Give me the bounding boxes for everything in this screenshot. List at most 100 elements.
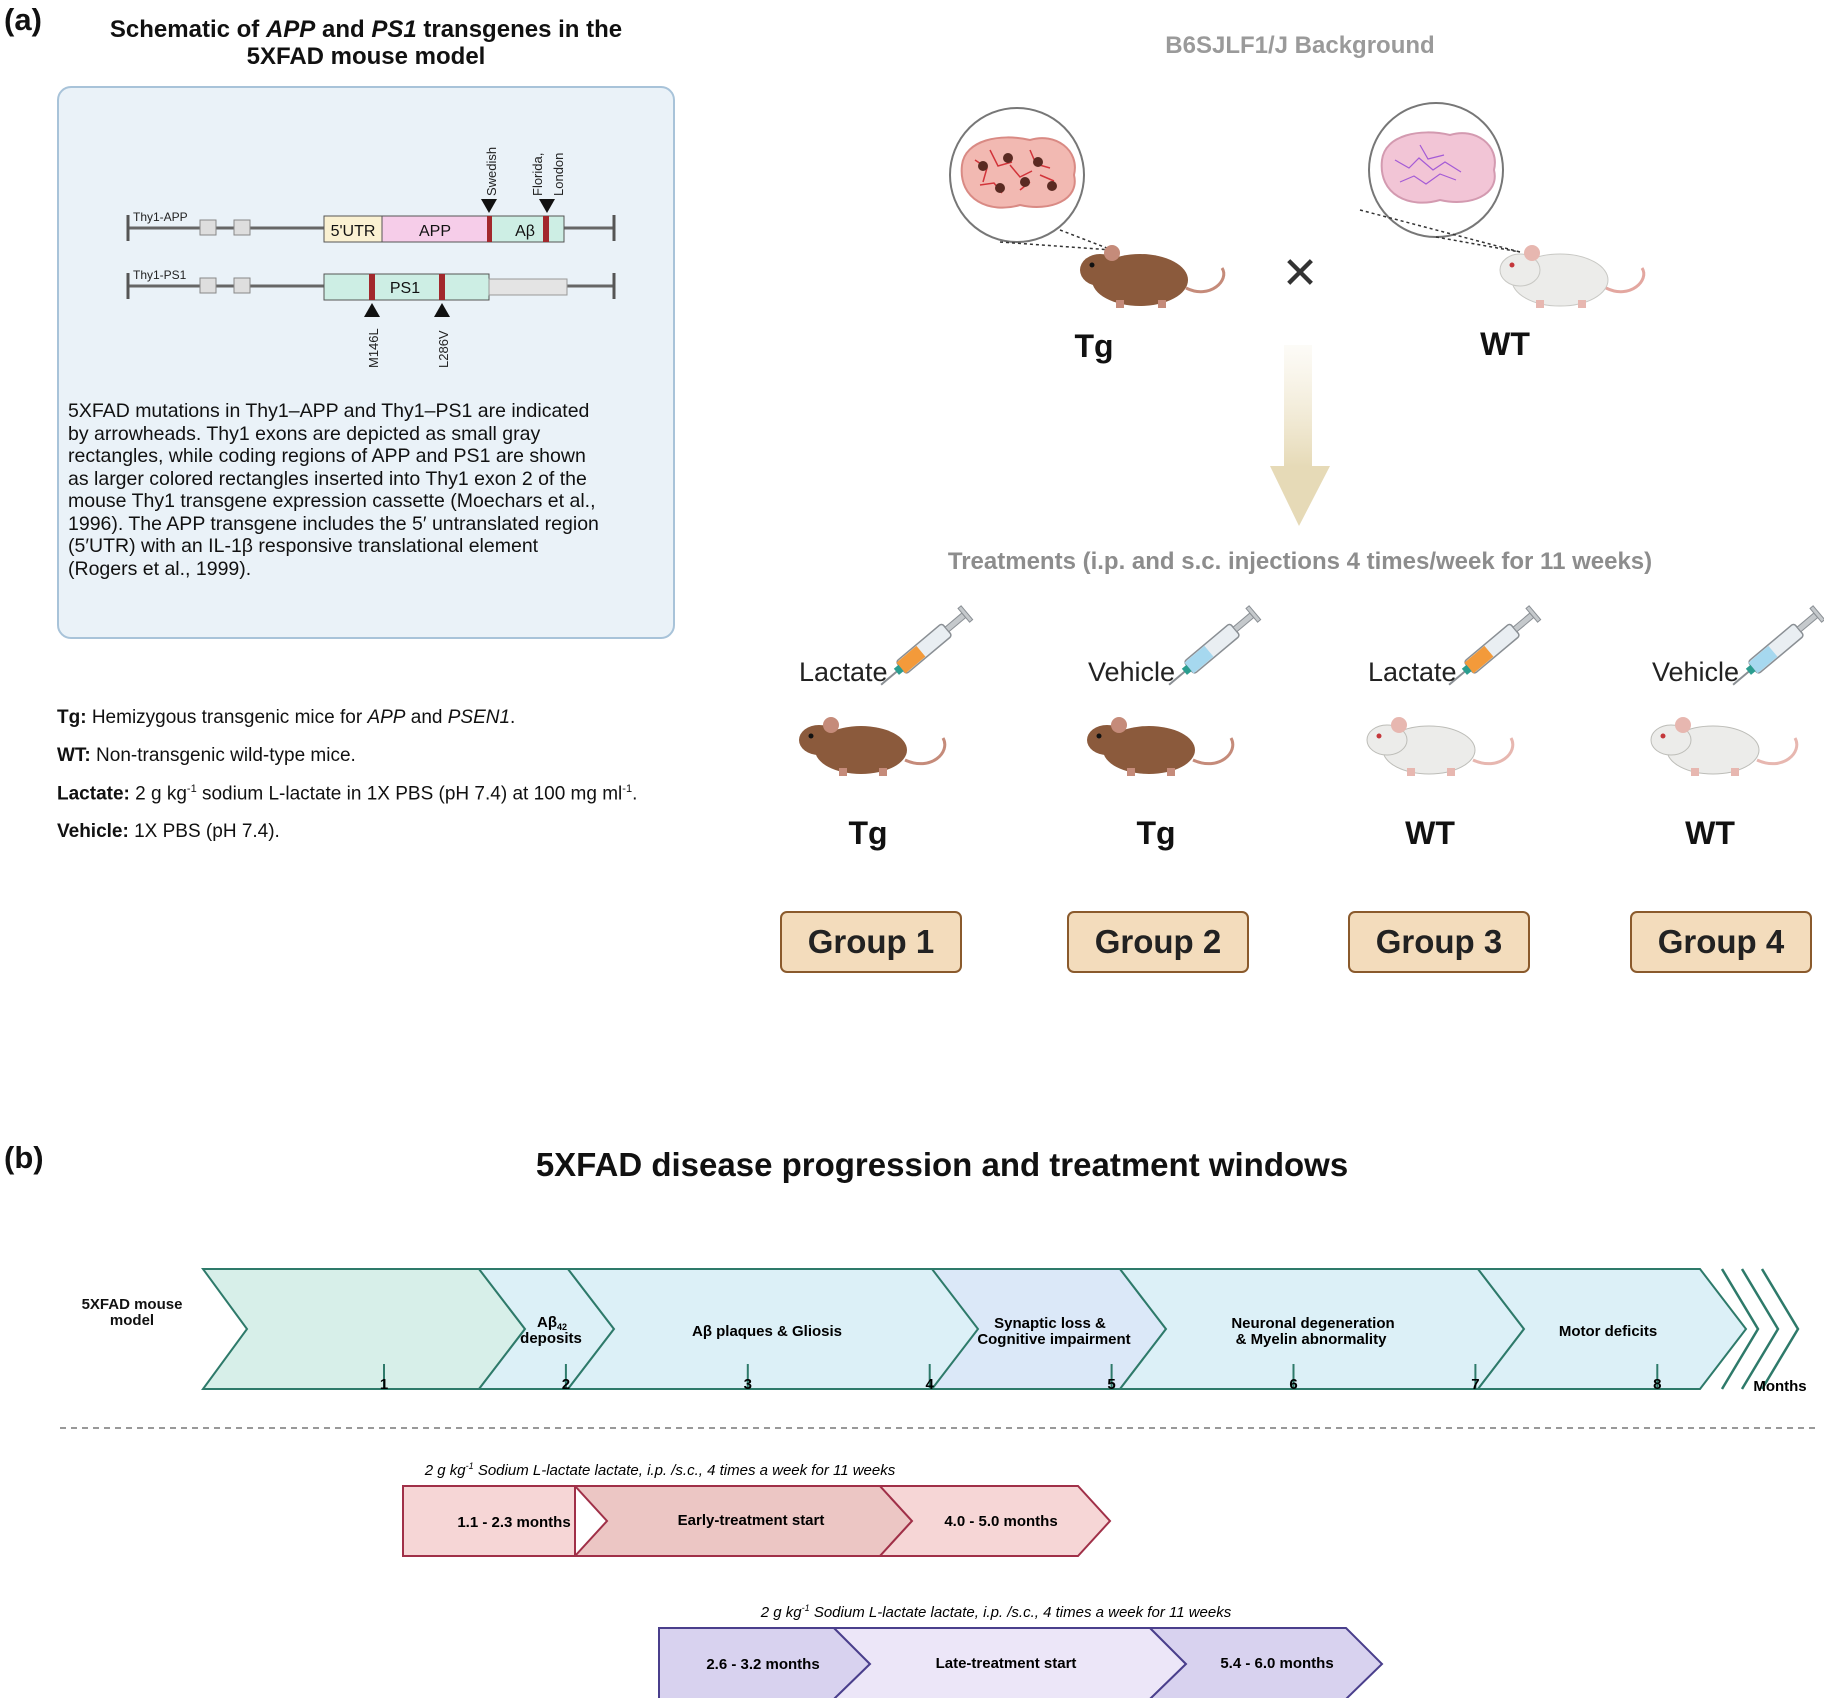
wt-brain-icon [1380, 131, 1496, 204]
early-end-window [877, 1485, 1112, 1557]
thy1-exon [199, 219, 217, 236]
late-end-window [1147, 1627, 1384, 1698]
legend-text: -1 [622, 783, 633, 795]
group-4-box: Group 4 [1630, 911, 1812, 973]
group-1-box: Group 1 [780, 911, 962, 973]
tg-plaque-dots [978, 153, 1057, 193]
legend-text: PSEN1 [447, 707, 511, 728]
axis-tick-label: 6 [1289, 1376, 1297, 1393]
group-2-genotype: Tg [1136, 815, 1176, 851]
london-label: London [551, 153, 566, 196]
legend-text: sodium L-lactate in 1X PBS (pH 7.4) at 1… [196, 783, 623, 805]
down-arrow-icon [1270, 466, 1330, 526]
m146l-label: M146L [366, 328, 381, 368]
tg-inset-leader [999, 241, 1113, 251]
l286v-label: L286V [436, 330, 451, 368]
schematic-title-app: APP [265, 16, 316, 43]
abeta-box [488, 215, 565, 243]
legend-text: 1X PBS (pH 7.4). [128, 821, 280, 842]
schematic-box [57, 86, 675, 639]
stage-abeta42-label-2: deposits [520, 1330, 582, 1347]
group-3-mouse-icon [1366, 717, 1515, 776]
wt-inset-leader [1435, 236, 1521, 253]
group-1-treatment: Lactate [799, 657, 888, 687]
legend-text: . [632, 783, 638, 805]
stage-neuronal-label-2: & Myelin abnormality [1236, 1331, 1388, 1348]
schematic-title-part: transgenes in the [416, 16, 623, 43]
late-start-range: 2.6 - 3.2 months [706, 1656, 819, 1673]
stage-abeta42-label: Aβ42 [537, 1314, 567, 1332]
axis-tick-label: 7 [1471, 1376, 1479, 1393]
schematic-title-part: and [315, 16, 372, 43]
parent-tg-label: Tg [1074, 328, 1114, 364]
legend-wt: WT: Non-transgenic wild-type mice. [57, 745, 356, 767]
stage-plaques-label: Aβ plaques & Gliosis [692, 1323, 842, 1340]
group-2-treatment: Vehicle [1088, 657, 1176, 687]
legend-text: 2 g kg [129, 783, 187, 805]
early-caption: 2 g kg-1 Sodium L-lactate lactate, i.p. … [424, 1461, 896, 1479]
legend-tg: Tg: Hemizygous transgenic mice for APP a… [57, 707, 515, 729]
group-3-box: Group 3 [1348, 911, 1530, 973]
parent-wt-label: WT [1480, 326, 1530, 362]
timeline-row-label-line: model [109, 1312, 155, 1329]
l286v-mutation-mark [439, 274, 445, 300]
utr-label: 5'UTR [331, 223, 376, 240]
swedish-arrowhead-icon [481, 199, 497, 213]
stage-synaptic-label-1: Synaptic loss & [994, 1315, 1106, 1332]
description-line: by arrowheads. Thy1 exons are depicted a… [68, 422, 541, 445]
legend-lactate: Lactate: 2 g kg-1 sodium L-lactate in 1X… [57, 783, 637, 805]
description-line: 1996). The APP transgene includes the 5′… [68, 512, 599, 535]
wt-neurons-icon [1394, 144, 1462, 185]
group-4-treatment: Vehicle [1652, 657, 1740, 687]
legend-key: Vehicle: [57, 821, 129, 842]
group-4-genotype: WT [1685, 815, 1735, 851]
axis-tick-label: 2 [562, 1376, 570, 1393]
schematic-title: Schematic of APP and PS1 transgenes in t… [60, 16, 672, 70]
group-2-box: Group 2 [1067, 911, 1249, 973]
app-label: APP [419, 223, 451, 240]
group-2-mouse-icon [1087, 717, 1235, 776]
florida-arrowhead-icon [539, 199, 555, 213]
breeding-illustration [799, 102, 1824, 776]
ps1-label: PS1 [390, 280, 420, 297]
group-3-genotype: WT [1405, 815, 1455, 851]
abeta-label: Aβ [515, 223, 535, 240]
early-treatment-label: Early-treatment start [678, 1512, 825, 1529]
swedish-label: Swedish [484, 147, 499, 196]
early-end-range: 4.0 - 5.0 months [944, 1513, 1057, 1530]
timeline-row-label-line: 5XFAD mouse [81, 1296, 183, 1313]
app-box [381, 215, 490, 243]
schematic-title-ps1: PS1 [371, 16, 417, 43]
continuation-chevron-icon [1760, 1268, 1800, 1390]
timeline-diagram: Aβ42 deposits Aβ plaques & Gliosis Synap… [60, 1268, 1820, 1698]
cross-icon: ✕ [1281, 249, 1319, 298]
syringe-icon [1168, 605, 1262, 686]
stage-motor-label: Motor deficits [1559, 1323, 1657, 1340]
group-1-genotype: Tg [848, 815, 888, 851]
syringe-icon [1732, 605, 1824, 686]
continuation-chevron-icon [1740, 1268, 1780, 1390]
legend-vehicle: Vehicle: 1X PBS (pH 7.4). [57, 821, 280, 843]
legend-key: Tg: [57, 707, 87, 728]
panel-a-label: (a) [4, 2, 42, 37]
panel-b-label: (b) [4, 1140, 44, 1175]
group-4-mouse-icon [1650, 717, 1799, 776]
early-start-range: 1.1 - 2.3 months [457, 1514, 570, 1531]
description-line: as larger colored rectangles inserted in… [68, 467, 587, 490]
thy1-app-label: Thy1-APP [133, 210, 188, 224]
ps1-box [323, 273, 490, 301]
thy1-exon [233, 219, 251, 236]
group-1-mouse-icon [799, 717, 947, 776]
m146l-mutation-mark [369, 274, 375, 300]
legend-key: WT: [57, 745, 91, 766]
wt-parent-mouse-icon [1499, 245, 1646, 308]
continuation-chevron-icon [1720, 1268, 1760, 1390]
description-line: 5XFAD mutations in Thy1–APP and Thy1–PS1… [68, 400, 590, 422]
stage-baseline-chevron [201, 1268, 527, 1390]
legend-text: Non-transgenic wild-type mice. [90, 745, 356, 766]
late-end-range: 5.4 - 6.0 months [1220, 1655, 1333, 1672]
schematic-title-part: Schematic of [109, 16, 266, 43]
stage-neuronal-label-1: Neuronal degeneration [1231, 1315, 1394, 1332]
l286v-arrowhead-icon [434, 303, 450, 317]
